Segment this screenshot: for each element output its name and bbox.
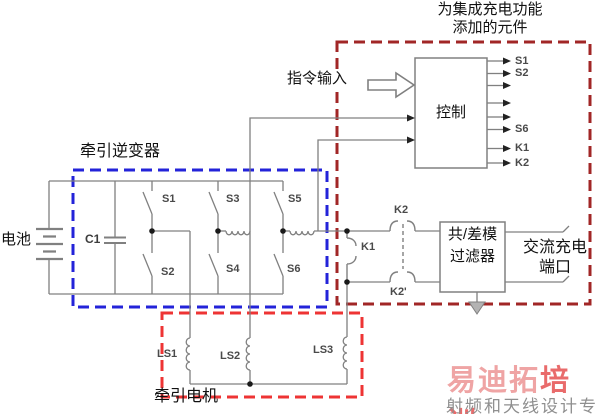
- switch-label-s1: S1: [162, 193, 176, 205]
- ac-port-wires: [505, 225, 570, 283]
- charge-path-wires: [346, 230, 440, 337]
- contactor-label-k2-prime: K2': [390, 286, 407, 298]
- control-output-arrows: [487, 57, 511, 167]
- inductor-label-ls2: LS2: [220, 350, 241, 362]
- diagram-title-line1: 为集成充电功能: [437, 1, 543, 18]
- traction-motor-dashed-box: [160, 311, 364, 399]
- contactor-k1-icon: [346, 231, 357, 282]
- added-components-dashed-box: [335, 40, 592, 306]
- control-output-label-7: K2: [515, 157, 530, 169]
- ac-port-label-line1: 交流充电: [522, 239, 587, 256]
- filter-label-line1: 共/差模: [447, 226, 498, 243]
- battery-label: 电池: [1, 231, 32, 248]
- switch-label-s6: S6: [287, 263, 301, 275]
- ground-icon: [468, 292, 486, 315]
- control-output-label-6: K1: [515, 142, 530, 154]
- watermark-brand-secondary: 培训: [447, 365, 572, 414]
- control-box: [414, 57, 488, 169]
- ac-port-label-line2: 端口: [538, 259, 571, 276]
- command-input-label: 指令输入: [285, 70, 350, 88]
- junction-dots: [149, 228, 350, 387]
- inductor-label-ls1: LS1: [157, 348, 178, 360]
- filter-label-line2: 过滤器: [449, 248, 495, 265]
- contactor-k2-icon: [389, 220, 416, 283]
- filter-box: [439, 221, 506, 293]
- motor-label: 牵引电机: [154, 388, 219, 405]
- diagram-title-line2: 添加的元件: [452, 19, 528, 36]
- capacitor-label: C1: [85, 232, 101, 246]
- control-input-arrowheads: [407, 114, 415, 144]
- phase-wires: [152, 117, 407, 338]
- switch-label-s3: S3: [226, 193, 240, 205]
- control-output-label-0: S1: [515, 55, 529, 67]
- motor-winding-icons: [185, 336, 348, 385]
- watermark-logo: 易迪拓培训: [447, 357, 600, 414]
- capacitor-icon: [104, 236, 126, 244]
- switch-label-s2: S2: [161, 266, 175, 278]
- control-output-label-5: S6: [515, 123, 529, 135]
- control-box-label: 控制: [435, 104, 466, 122]
- contactor-label-k2: K2: [394, 204, 409, 216]
- switch-label-s4: S4: [226, 263, 240, 275]
- watermark-brand-primary: 易迪拓: [447, 365, 541, 397]
- control-output-label-1: S2: [515, 67, 529, 79]
- watermark-tagline: 射频和天线设计专家: [446, 397, 598, 414]
- contactor-label-k1: K1: [361, 241, 376, 253]
- traction-inverter-dashed-box: [71, 168, 329, 309]
- battery-icon: [36, 227, 63, 261]
- switch-label-s5: S5: [288, 193, 302, 205]
- inductor-label-ls3: LS3: [313, 344, 334, 356]
- command-arrow-icon: [367, 71, 416, 99]
- dc-link-wires: [48, 180, 283, 295]
- inverter-label: 牵引逆变器: [78, 143, 163, 162]
